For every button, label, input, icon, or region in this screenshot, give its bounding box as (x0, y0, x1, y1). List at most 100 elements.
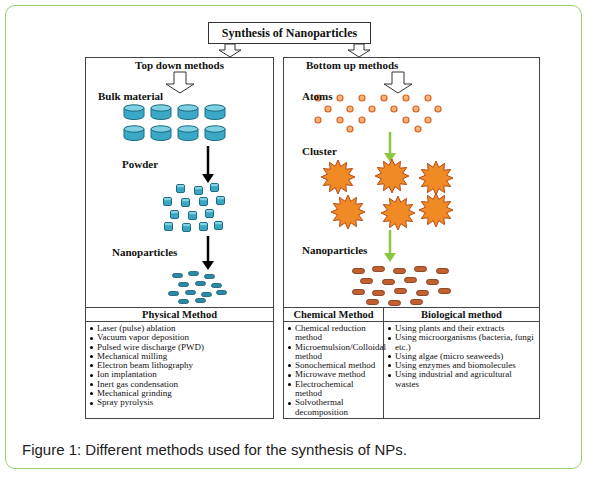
list-item: Using plants and their extracts (387, 324, 537, 333)
bullet-dot (388, 364, 391, 367)
list-item: Using microorganisms (bacteria, fungi et… (387, 333, 537, 352)
item-text: Chemical reduction method (295, 323, 366, 342)
atom (369, 106, 375, 112)
method-panel: Top down methodsPhysical MethodLaser (pu… (85, 57, 274, 419)
nanoparticle (373, 267, 385, 272)
list-item: Using algae (micro seaweeds) (387, 352, 537, 361)
arrow-head (202, 174, 214, 183)
nanoparticle (212, 284, 222, 288)
nanoparticle (411, 300, 423, 305)
method-panel: Bottom up methodsChemical MethodChemical… (283, 57, 540, 419)
bullet-dot (288, 383, 291, 386)
atom (359, 95, 365, 101)
item-text: Laser (pulse) ablation (97, 323, 175, 333)
cylinder (124, 105, 144, 120)
nanoparticle (186, 291, 196, 295)
nanoparticle (202, 293, 212, 297)
nanoparticle (353, 290, 365, 295)
atom-dots (315, 95, 441, 132)
item-text: Using algae (micro seaweeds) (395, 351, 503, 361)
cube (183, 224, 191, 232)
item-text: Using industrial and agricultural wastes (395, 369, 512, 388)
item-text: Mechanical grinding (97, 388, 172, 398)
bullet-dot (288, 346, 291, 349)
cylinder (205, 105, 225, 120)
item-text: Using microorganisms (bacteria, fungi et… (395, 332, 534, 351)
list-item: Mechanical grinding (89, 389, 271, 398)
cylinder (178, 105, 198, 120)
cylinder (205, 126, 225, 141)
cube (189, 212, 197, 220)
cube (211, 184, 219, 192)
right-nanoparticles (353, 267, 451, 306)
arrow-head (384, 253, 396, 262)
bullet-dot (90, 346, 93, 349)
item-text: Mechanical milling (97, 351, 167, 361)
atom (435, 106, 441, 112)
title-text: Synthesis of Nanoparticles (222, 26, 357, 41)
list-item: Pulsed wire discharge (PWD) (89, 343, 271, 352)
cube (206, 210, 214, 218)
green-arrows (384, 132, 396, 262)
atom (381, 95, 387, 101)
nanoparticle (415, 267, 427, 272)
item-text: Sonochemical method (295, 360, 375, 370)
atom (337, 95, 343, 101)
nanoparticle (361, 279, 373, 284)
nanoparticle (395, 289, 407, 294)
powder-cubes (164, 184, 225, 232)
cluster (381, 196, 415, 230)
cylinder (151, 126, 171, 141)
nanoparticle (189, 272, 199, 276)
hollow-arrow (166, 72, 194, 93)
nanoparticle (427, 280, 439, 285)
atom (359, 117, 365, 123)
atom (415, 126, 421, 132)
arrow-shaft (389, 230, 392, 254)
nanoparticle (205, 275, 215, 279)
nanoparticle (389, 301, 401, 306)
list-item: Solvothermal decomposition (287, 398, 381, 417)
stage-label: Cluster (302, 145, 337, 157)
list-item: Microemulsion/Colloidal method (287, 343, 381, 362)
cylinder (124, 126, 144, 141)
list-item: Laser (pulse) ablation (89, 324, 271, 333)
list-item: Electron beam lithography (89, 361, 271, 370)
bullet-dot (388, 337, 391, 340)
atom (337, 117, 343, 123)
stage-label: Bulk material (98, 90, 163, 102)
atom (347, 126, 353, 132)
cube (171, 211, 179, 219)
atom (315, 117, 321, 123)
item-text: Inert gas condensation (97, 379, 178, 389)
nanoparticle (179, 283, 189, 287)
cube (195, 187, 203, 195)
item-text: Electron beam lithography (97, 360, 193, 370)
arrow-head (384, 153, 396, 162)
nanoparticle (353, 269, 365, 274)
arrow-shaft (207, 146, 210, 175)
cluster (321, 160, 355, 194)
item-list: Using plants and their extractsUsing mic… (384, 322, 539, 389)
item-text: Spray pyrolysis (97, 397, 153, 407)
atom (347, 106, 353, 112)
bullet-dot (90, 392, 93, 395)
cluster (331, 195, 365, 229)
nanoparticle (196, 299, 206, 303)
cluster (419, 193, 453, 227)
list-item: Mechanical milling (89, 352, 271, 361)
nanoparticle (405, 278, 417, 283)
cube (200, 198, 208, 206)
bullet-dot (90, 355, 93, 358)
cluster-stars (321, 159, 453, 230)
section-heading: Biological method (384, 308, 539, 322)
nanoparticle (373, 291, 385, 296)
black-arrows (202, 146, 214, 270)
nanoparticle (179, 300, 189, 304)
list-item: Vacuum vapor deposition (89, 333, 271, 342)
left-nanoparticles (169, 272, 227, 304)
list-item: Sonochemical method (287, 361, 381, 370)
item-list: Laser (pulse) ablationVacuum vapor depos… (86, 322, 273, 408)
